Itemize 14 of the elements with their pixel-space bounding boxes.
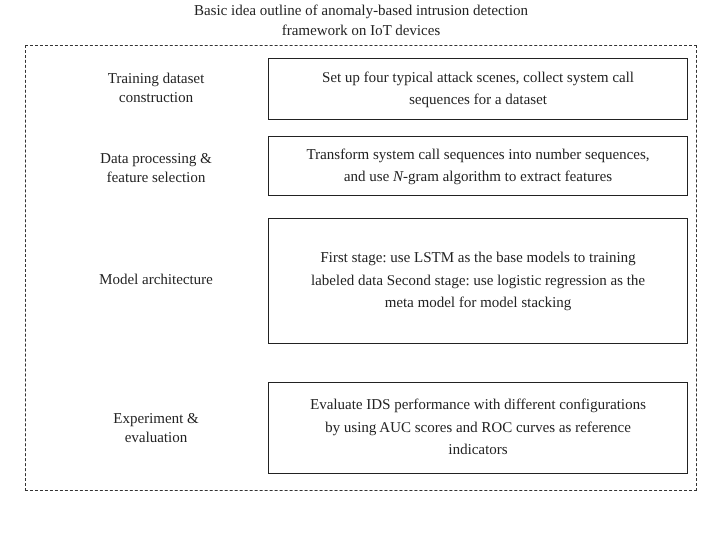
box-text: Evaluate IDS performance with different configurations by using AUC scores and ROC curves as reference indicators bbox=[309, 396, 647, 460]
process-box bbox=[268, 58, 688, 120]
stage-label: Experiment & evaluation bbox=[112, 410, 200, 448]
box-text: Set up four typical attack scenes, collect system call sequences for a dataset bbox=[321, 68, 635, 110]
stage-label: Data processing & feature selection bbox=[99, 150, 213, 188]
stage-label: Training dataset construction bbox=[106, 70, 206, 108]
box-text: Transform system call sequences into number sequences, and use N-gram algorithm to extract features bbox=[305, 146, 651, 187]
box-text: First stage: use LSTM as the base models to training labeled data Second stage: use logistic regression as the meta model for model stacking bbox=[310, 249, 646, 314]
stage-label: Model architecture bbox=[98, 271, 214, 290]
dashed-frame bbox=[25, 45, 697, 491]
process-box bbox=[268, 218, 688, 344]
process-box bbox=[268, 382, 688, 474]
diagram-title: Basic idea outline of anomaly-based intrusion detection framework on IoT devices bbox=[192, 2, 530, 40]
process-box bbox=[268, 136, 688, 196]
